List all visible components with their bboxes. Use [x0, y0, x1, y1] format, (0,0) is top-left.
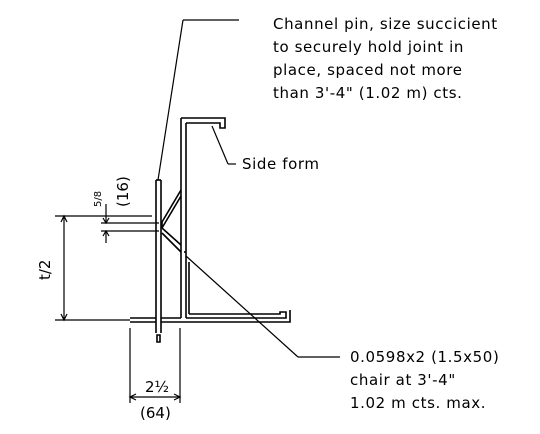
offset-metric-label: (16) — [114, 176, 132, 207]
width-imperial-label: 2½ — [145, 378, 169, 396]
leader-chair — [185, 255, 340, 358]
channel-pin — [155, 179, 162, 343]
leader-side-form — [211, 125, 236, 165]
chair-line-2: chair at 3'-4" — [350, 371, 456, 389]
joint-bulge — [161, 189, 182, 253]
depth-label: t/2 — [36, 260, 54, 280]
chair — [130, 251, 291, 323]
channel-pin-line-1: Channel pin, size succicient — [273, 15, 498, 33]
chair-line-3: 1.02 m cts. max. — [350, 394, 486, 412]
dim-depth — [55, 214, 152, 322]
dim-width — [128, 328, 182, 403]
side-form-label: Side form — [242, 155, 320, 173]
chair-line-1: 0.0598x2 (1.5x50) — [350, 348, 499, 366]
dim-offset — [101, 204, 159, 243]
offset-imperial-label: 5/8 — [93, 191, 104, 207]
leader-channel-pin — [157, 19, 239, 181]
channel-pin-line-4: than 3'-4" (1.02 m) cts. — [273, 84, 463, 102]
side-form — [180, 117, 226, 318]
channel-pin-line-3: place, spaced not more — [273, 61, 463, 79]
chair-note: 0.0598x2 (1.5x50) chair at 3'-4" 1.02 m … — [350, 348, 499, 412]
channel-pin-note: Channel pin, size succicient to securely… — [273, 15, 498, 102]
channel-pin-line-2: to securely hold joint in — [273, 38, 464, 56]
width-metric-label: (64) — [140, 404, 171, 422]
